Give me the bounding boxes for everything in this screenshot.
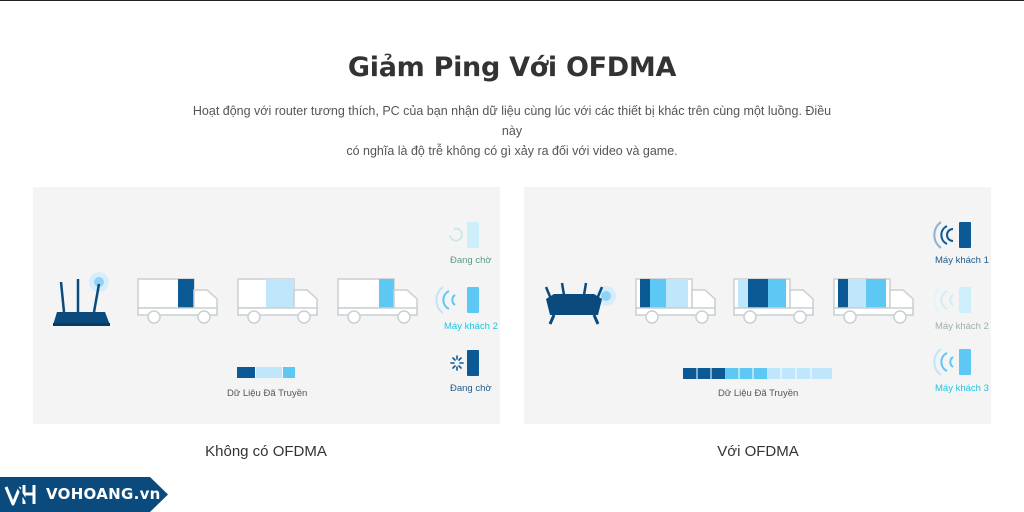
vohoang-logo: VOHOANG.vn (0, 477, 168, 512)
truck-icon (137, 278, 218, 324)
truck-icon (237, 278, 318, 324)
truck-icon (635, 278, 716, 324)
page-title: Giảm Ping Với OFDMA (347, 52, 677, 83)
client-1-label: Đang chờ (450, 255, 492, 266)
truck-icon (733, 278, 814, 324)
router-icon (544, 282, 616, 325)
with-ofdma-panel: Máy khách 1 Máy khách 2 Máy khách 3 Dữ L… (524, 187, 991, 424)
description-line-2: có nghĩa là độ trễ không có gì xảy ra đố… (346, 144, 678, 158)
without-ofdma-illustration (53, 222, 479, 378)
with-ofdma-illustration (544, 221, 971, 379)
client-1-label: Máy khách 1 (935, 255, 989, 266)
client-2-label: Máy khách 2 (935, 321, 989, 332)
client-3-waiting-icon (450, 350, 479, 376)
router-icon (53, 272, 110, 326)
client-3-label: Đang chờ (450, 383, 492, 394)
without-ofdma-panel: Đang chờ Máy khách 2 Đang chờ Dữ Liệu Đã… (33, 187, 500, 424)
logo-banner (0, 477, 168, 512)
data-transferred-label: Dữ Liệu Đã Truyền (227, 388, 308, 399)
data-transferred-bar (683, 368, 832, 379)
client-3-label: Máy khách 3 (935, 383, 989, 394)
client-1-waiting-icon (449, 222, 479, 248)
with-ofdma-caption: Với OFDMA (717, 443, 799, 460)
client-2-active-icon (435, 286, 479, 314)
client-2-active-icon (933, 286, 971, 314)
data-transferred-label: Dữ Liệu Đã Truyền (718, 388, 799, 399)
truck-icon (337, 278, 418, 324)
description-line-1: Hoạt động với router tương thích, PC của… (192, 104, 832, 138)
page-description: Hoạt động với router tương thích, PC của… (190, 101, 834, 161)
logo-text: VOHOANG.vn (46, 485, 161, 503)
without-ofdma-caption: Không có OFDMA (205, 443, 327, 460)
client-1-active-icon (933, 221, 971, 249)
client-3-active-icon (933, 348, 971, 376)
top-border-line (0, 0, 1024, 1)
truck-icon (833, 278, 914, 324)
data-transferred-bar (237, 367, 295, 378)
client-2-label: Máy khách 2 (444, 321, 498, 332)
